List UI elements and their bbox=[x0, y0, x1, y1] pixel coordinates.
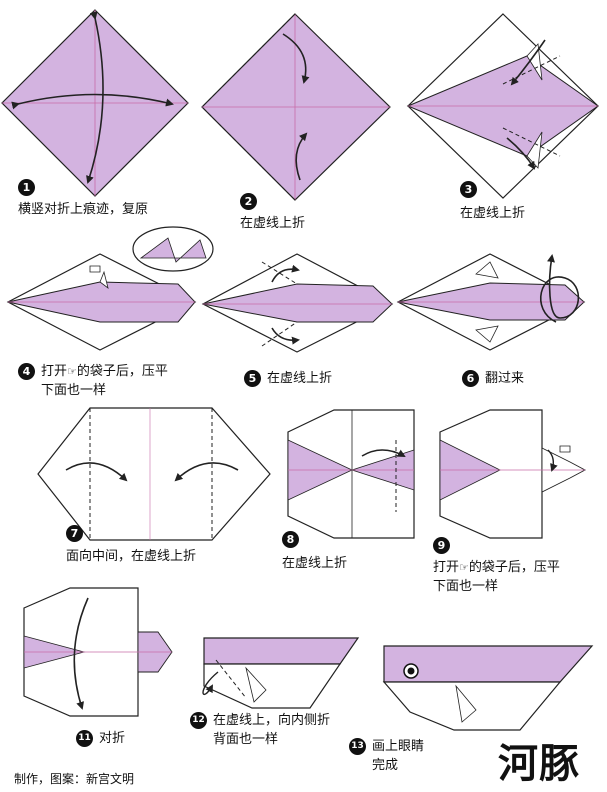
step-7-text-row: 面向中间，在虚线上折 bbox=[66, 547, 196, 566]
diagram-title: 河豚 bbox=[498, 740, 580, 787]
step-number-badge: 6 bbox=[462, 370, 479, 387]
step-11-caption: 11 对折 bbox=[76, 729, 125, 748]
pointing-hand-icon bbox=[559, 445, 571, 453]
step-number-badge: 13 bbox=[349, 738, 366, 755]
pointing-hand-icon: ☞ bbox=[67, 365, 77, 378]
step-number-badge: 11 bbox=[76, 730, 93, 747]
step-3-figure bbox=[406, 13, 599, 199]
pointing-hand-icon: ☞ bbox=[459, 561, 469, 574]
step-6-text: 翻过来 bbox=[485, 371, 525, 386]
step-12-text: 在虚线上，向内侧折 背面也一样 bbox=[213, 711, 330, 749]
step-4-text-c: 下面也一样 bbox=[41, 383, 107, 398]
step-4-text-a: 打开 bbox=[41, 364, 68, 379]
step-number-badge: 1 bbox=[18, 179, 35, 196]
step-1-figure bbox=[1, 9, 189, 197]
step-number-badge: 9 bbox=[433, 537, 450, 554]
step-number-badge: 5 bbox=[244, 370, 261, 387]
step-12-caption: 12 在虚线上，向内侧折 背面也一样 bbox=[190, 711, 330, 749]
step-number-badge: 3 bbox=[460, 181, 477, 198]
step-3-caption: 3 bbox=[460, 180, 477, 198]
step-5-text: 在虚线上折 bbox=[267, 371, 333, 386]
step-9-figure bbox=[439, 409, 586, 539]
step-12-text-b: 背面也一样 bbox=[213, 732, 279, 747]
step-4-figure bbox=[6, 226, 214, 351]
step-7-caption: 7 bbox=[66, 524, 83, 542]
step-9-text-b: 的袋子后，压平 bbox=[468, 560, 560, 575]
step-2-text-row: 在虚线上折 bbox=[240, 214, 305, 233]
step-number-badge: 12 bbox=[190, 712, 207, 729]
step-9-text-a: 打开 bbox=[433, 560, 460, 575]
step-3-text-row: 在虚线上折 bbox=[460, 204, 525, 223]
step-13-figure bbox=[382, 645, 594, 731]
step-11-figure bbox=[23, 587, 173, 717]
step-8-figure bbox=[287, 409, 415, 539]
step-6-figure bbox=[396, 253, 586, 351]
step-6-caption: 6 翻过来 bbox=[462, 369, 524, 388]
pointing-hand-icon bbox=[89, 265, 101, 273]
step-number-badge: 8 bbox=[282, 531, 299, 548]
step-13-caption: 13 画上眼睛 完成 bbox=[349, 737, 424, 775]
step-11-text: 对折 bbox=[99, 731, 126, 746]
step-2-text: 在虚线上折 bbox=[240, 216, 306, 231]
step-1-text-row: 横竖对折上痕迹，复原 bbox=[18, 200, 148, 219]
step-9-caption: 9 bbox=[433, 536, 450, 554]
step-4-text: 打开☞的袋子后，压平 下面也一样 bbox=[41, 362, 168, 400]
step-12-text-a: 在虚线上，向内侧折 bbox=[213, 713, 331, 728]
step-3-text: 在虚线上折 bbox=[460, 206, 526, 221]
step-9-text: 打开☞的袋子后，压平 下面也一样 bbox=[433, 558, 560, 596]
step-2-figure bbox=[201, 13, 391, 201]
step-9-text-c: 下面也一样 bbox=[433, 579, 499, 594]
credit-line: 制作，图案：新宫文明 bbox=[14, 772, 135, 786]
step-8-text: 在虚线上折 bbox=[282, 556, 348, 571]
step-4-text-b: 的袋子后，压平 bbox=[76, 364, 168, 379]
step-12-figure bbox=[202, 637, 360, 709]
step-5-figure bbox=[201, 253, 394, 353]
step-7-figure bbox=[37, 407, 271, 541]
step-number-badge: 4 bbox=[18, 363, 35, 380]
step-13-text: 画上眼睛 完成 bbox=[372, 737, 424, 775]
step-1-caption: 1 bbox=[18, 178, 35, 196]
step-number-badge: 7 bbox=[66, 525, 83, 542]
step-9-text-row: 打开☞的袋子后，压平 下面也一样 bbox=[433, 558, 560, 596]
step-13-text-a: 画上眼睛 bbox=[372, 739, 425, 754]
detail-inset bbox=[132, 226, 214, 272]
step-2-caption: 2 bbox=[240, 192, 257, 210]
step-5-caption: 5 在虚线上折 bbox=[244, 369, 332, 388]
step-13-text-b: 完成 bbox=[372, 758, 399, 773]
step-7-text: 面向中间，在虚线上折 bbox=[66, 549, 197, 564]
step-8-text-row: 在虚线上折 bbox=[282, 554, 347, 573]
step-number-badge: 2 bbox=[240, 193, 257, 210]
step-8-caption: 8 bbox=[282, 530, 299, 548]
step-4-caption: 4 打开☞的袋子后，压平 下面也一样 bbox=[18, 362, 168, 400]
step-1-text: 横竖对折上痕迹，复原 bbox=[18, 202, 149, 217]
